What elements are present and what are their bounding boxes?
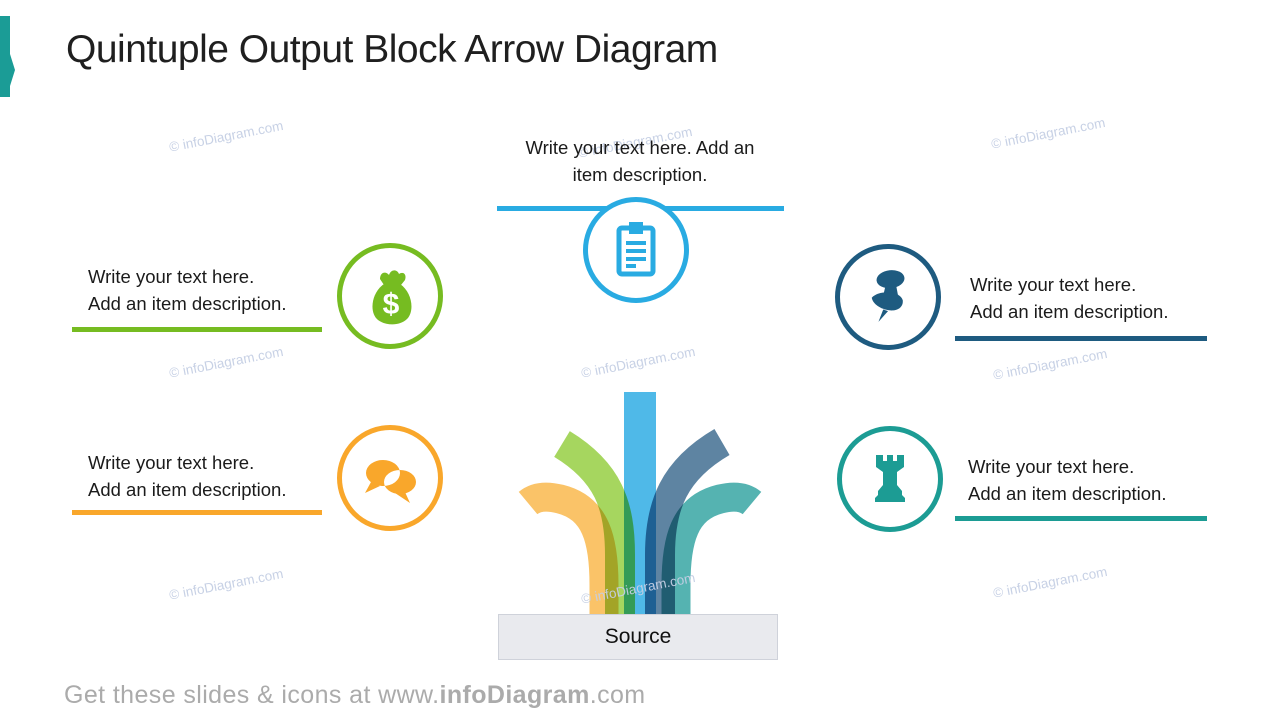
item-text-top: Write your text here. Add an item descri…: [460, 134, 820, 188]
item-underline-left-upper: [72, 327, 322, 332]
footer-prefix: Get these slides & icons at www.: [64, 681, 440, 709]
footer-suffix: .com: [589, 681, 646, 709]
arrow-upper-right: [645, 429, 730, 652]
item-text-line: Write your text here.: [968, 456, 1135, 477]
item-text-line: Add an item description.: [970, 301, 1169, 322]
item-text-line: Write your text here.: [88, 266, 255, 287]
arrow-upper-left: [553, 431, 635, 652]
pushpin-icon: [871, 270, 905, 322]
item-circle-right-lower: [837, 426, 943, 532]
item-text-line: Add an item description.: [88, 479, 287, 500]
item-text-line: Write your text here. Add an: [525, 137, 755, 158]
item-text-left-lower: Write your text here. Add an item descri…: [88, 449, 286, 503]
item-text-left-upper: Write your text here. Add an item descri…: [88, 263, 286, 317]
clipboard-icon: [616, 222, 656, 277]
item-circle-top: [583, 197, 689, 303]
item-underline-right-lower: [955, 516, 1207, 521]
item-circle-left-lower: [337, 425, 443, 531]
item-circle-right-upper: [835, 244, 941, 350]
item-text-line: item description.: [572, 164, 708, 185]
source-box: Source: [498, 614, 778, 660]
chat-bubbles-icon: [365, 460, 416, 503]
item-text-line: Write your text here.: [970, 274, 1137, 295]
title-accent-bar: [0, 16, 15, 97]
footer-brand: infoDiagram: [439, 681, 590, 709]
footer-credit: Get these slides & icons at www.infoDiag…: [64, 681, 646, 710]
chess-rook-icon: [875, 455, 905, 502]
item-text-right-lower: Write your text here. Add an item descri…: [968, 453, 1166, 507]
item-underline-right-upper: [955, 336, 1207, 341]
item-circle-left-upper: $: [337, 243, 443, 349]
arrow-lower-right: [661, 482, 762, 652]
item-text-line: Write your text here.: [88, 452, 255, 473]
item-text-line: Add an item description.: [968, 483, 1167, 504]
item-text-line: Add an item description.: [88, 293, 287, 314]
svg-text:$: $: [383, 288, 400, 321]
item-text-right-upper: Write your text here. Add an item descri…: [970, 271, 1168, 325]
money-bag-icon: $: [372, 270, 412, 325]
arrow-lower-left: [518, 482, 619, 652]
source-label: Source: [604, 625, 672, 648]
page-title: Quintuple Output Block Arrow Diagram: [66, 28, 718, 71]
item-underline-left-lower: [72, 510, 322, 515]
